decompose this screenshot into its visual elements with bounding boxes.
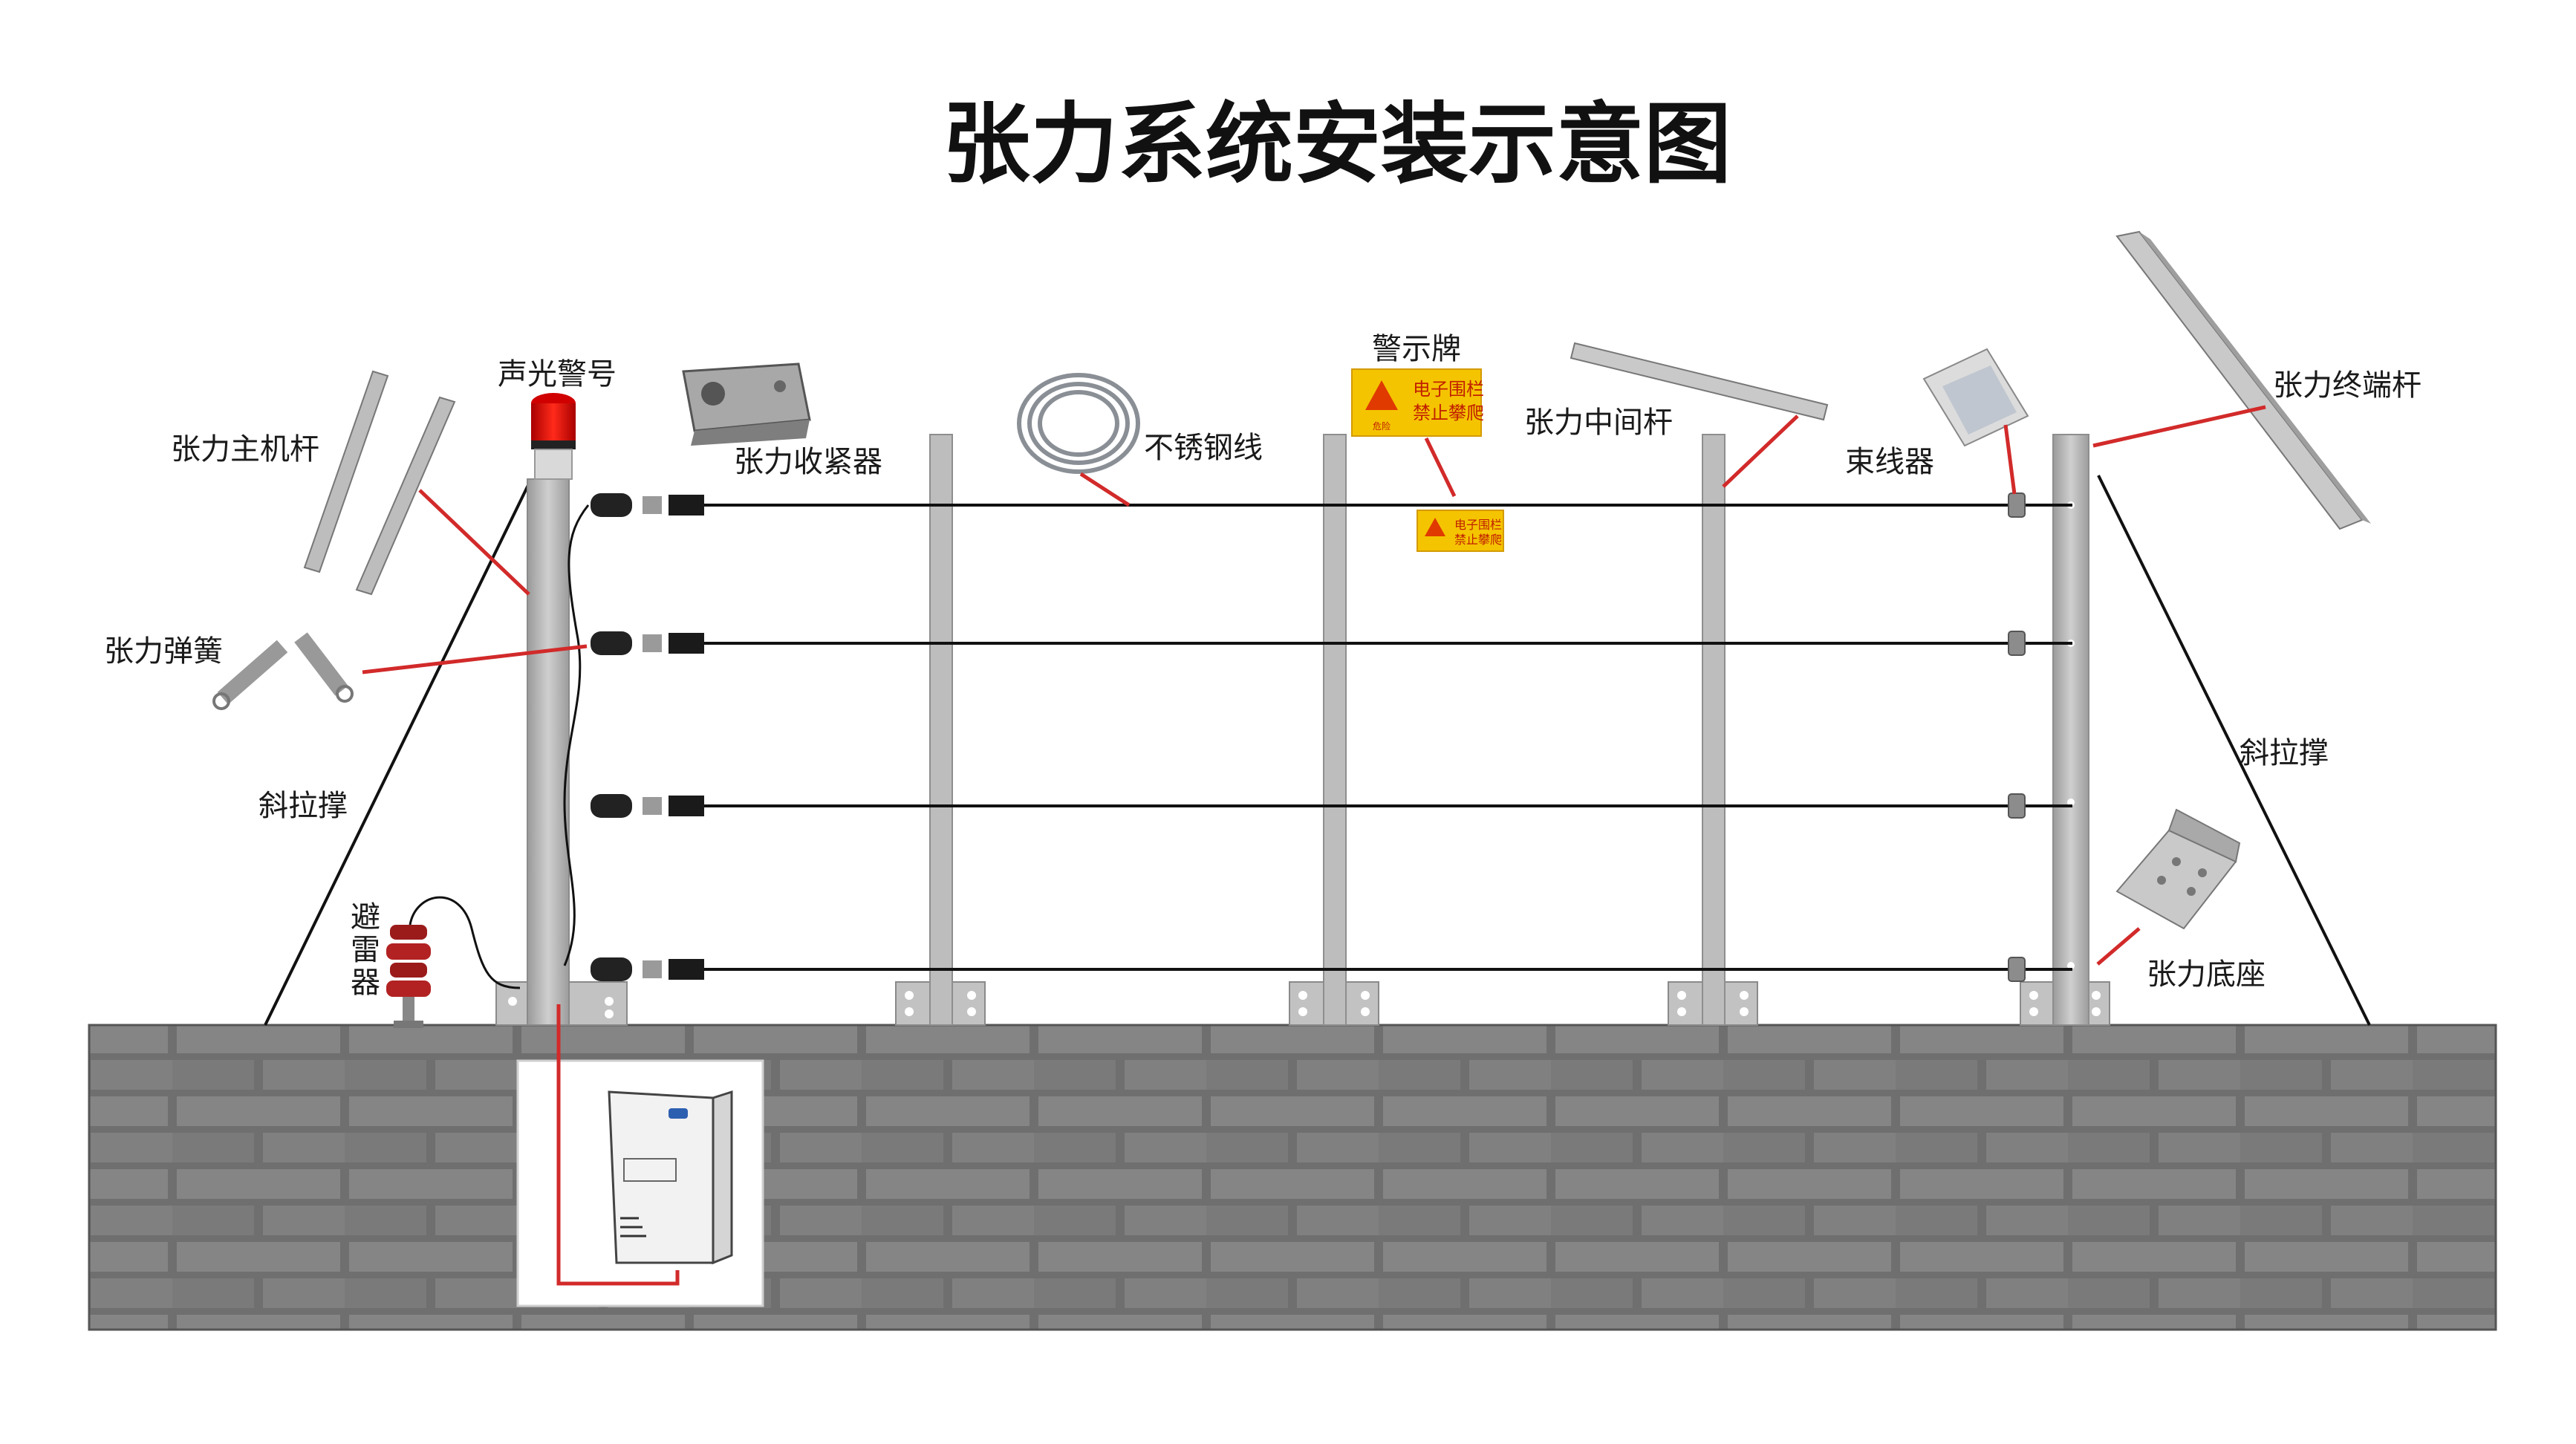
end-pole-part-icon (2115, 230, 2371, 530)
warning-sign-small-line1: 电子围栏 (1454, 518, 1502, 532)
middle-pole-3 (1702, 434, 1726, 1026)
middle-pole-1 (929, 434, 953, 1026)
arrester-cable (409, 896, 521, 989)
warning-sign-small-line2: 禁止攀爬 (1454, 533, 1502, 547)
base-plate-holes (508, 991, 2101, 1018)
warning-sign-small: 危险 (1373, 420, 1391, 432)
fence-wires (669, 504, 2072, 971)
wire-clamp-part-icon (1922, 348, 2029, 447)
label-alarm-light: 声光警号 (498, 357, 617, 391)
label-arrester-2: 雷 (351, 933, 380, 967)
label-arrester-3: 器 (351, 966, 380, 1000)
label-base: 张力底座 (2147, 957, 2266, 992)
host-pole-cable (563, 504, 590, 966)
alarm-light-icon (531, 393, 576, 480)
label-end-pole: 张力终端杆 (2273, 368, 2421, 403)
wire-clamps (2008, 492, 2026, 982)
warning-sign-small-icon: 电子围栏 禁止攀爬 (1417, 510, 1504, 552)
end-pole (2052, 434, 2089, 1026)
leader-lines (362, 405, 2266, 966)
steel-wire-coil-icon (1017, 373, 1140, 474)
diagram-title: 张力系统安装示意图 (943, 92, 1731, 195)
middle-pole-part-icon (1570, 342, 1829, 421)
lightning-arrester-icon (386, 925, 431, 1028)
label-tensioner: 张力收紧器 (734, 445, 882, 479)
host-pole-parts-icon (303, 370, 456, 596)
brace-left-line (264, 478, 533, 1026)
label-wire-clamp: 束线器 (1845, 445, 1934, 479)
brace-right-line (2097, 475, 2371, 1026)
label-brace-right: 斜拉撑 (2240, 736, 2329, 770)
label-arrester-1: 避 (351, 900, 380, 934)
warning-sign-line1: 电子围栏 (1413, 379, 1484, 400)
tensioner-part-icon (682, 362, 811, 446)
base-plates (495, 981, 2110, 1026)
label-warning-sign: 警示牌 (1372, 332, 1461, 366)
base-part-icon (2115, 808, 2241, 930)
label-middle-pole: 张力中间杆 (1524, 406, 1673, 440)
controller-connection-leader (556, 1004, 680, 1286)
label-brace-left: 斜拉撑 (258, 789, 348, 823)
host-pole (527, 478, 570, 1026)
warning-sign-line2: 禁止攀爬 (1413, 403, 1484, 423)
brick-wall (88, 1024, 2497, 1331)
label-steel-wire: 不锈钢线 (1144, 431, 1263, 465)
controller-host-icon (608, 1090, 733, 1265)
label-spring: 张力弹簧 (104, 634, 223, 669)
label-host-pole: 张力主机杆 (171, 432, 319, 466)
springs-and-tensioners (591, 493, 704, 981)
spring-part-icon (212, 632, 354, 710)
warning-sign-large-icon: 电子围栏 禁止攀爬 危险 (1351, 368, 1484, 437)
middle-pole-2 (1323, 434, 1347, 1026)
